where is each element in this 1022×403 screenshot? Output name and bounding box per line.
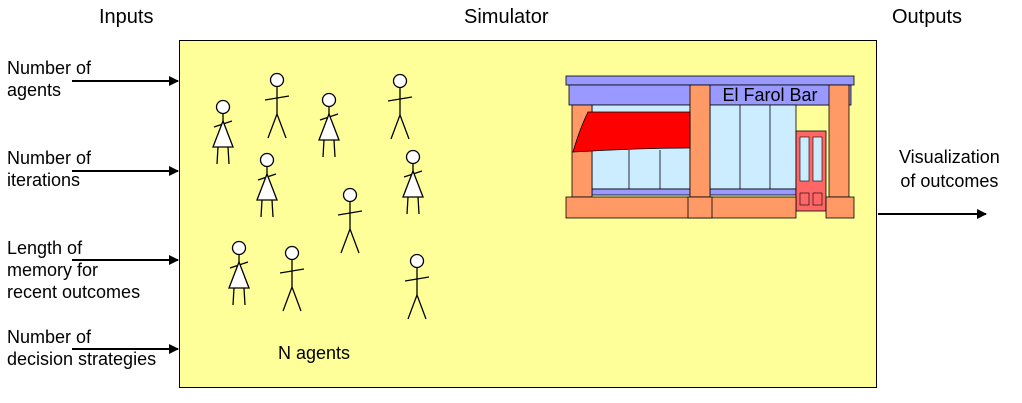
input-label-strategies: Number of decision strategies xyxy=(7,327,157,369)
male-agent-icon xyxy=(337,187,363,254)
bar-column xyxy=(828,84,850,198)
male-agent-icon xyxy=(404,253,430,320)
input-label-memory: Length of memory for recent outcomes xyxy=(7,238,141,302)
male-agent-icon xyxy=(279,245,305,312)
agents-label: N agents xyxy=(278,343,351,363)
inputs-header: Inputs xyxy=(99,6,154,28)
bar-sign-text: El Farol Bar xyxy=(722,85,817,105)
input-label-agents: Number of agents xyxy=(7,58,92,100)
bar-window xyxy=(709,104,797,190)
el-farol-bar-building: El Farol Bar xyxy=(565,75,855,219)
bar-column xyxy=(689,84,711,198)
female-agent-icon xyxy=(402,149,424,215)
input-label-iterations: Number of iterations xyxy=(7,148,92,190)
agent-figures xyxy=(212,72,430,320)
simulator-header: Simulator xyxy=(464,6,549,28)
female-agent-icon xyxy=(256,152,278,218)
female-agent-icon xyxy=(318,92,340,158)
female-agent-icon xyxy=(212,99,234,165)
output-label: Visualization of outcomes xyxy=(899,147,1000,191)
female-agent-icon xyxy=(228,240,250,306)
bar-awning xyxy=(572,111,691,153)
outputs-header: Outputs xyxy=(892,6,963,28)
male-agent-icon xyxy=(264,72,290,139)
male-agent-icon xyxy=(387,73,413,140)
